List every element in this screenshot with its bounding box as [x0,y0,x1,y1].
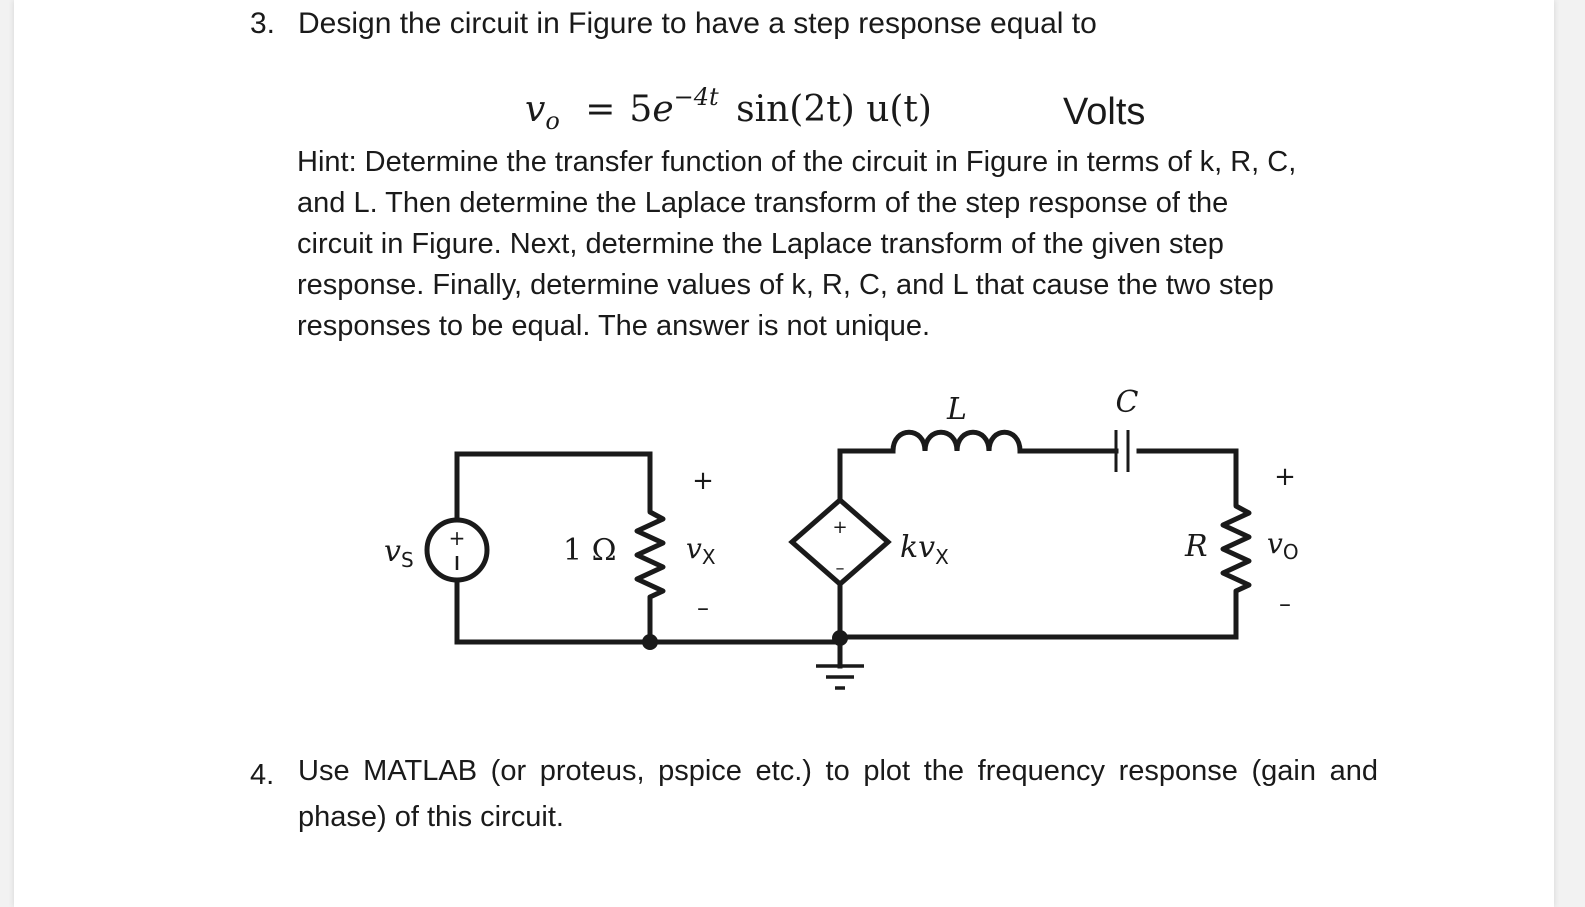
dependent-source-icon [788,496,892,588]
svg-text:+: + [449,526,466,550]
formula-rest: sin(2t) u(t) [736,89,932,130]
inductor-icon [890,429,1023,452]
formula-equals: = [585,89,616,130]
question-4-number: 4. [250,759,275,791]
resistor-1-label: 1 Ω [563,533,617,568]
hint-line: and L. Then determine the Laplace transf… [297,187,1229,219]
question-3-number: 3. [250,7,276,40]
vx-plus: + [692,466,714,496]
step-response-formula: vo = 5e−4t sin(2t) u(t) [525,83,932,135]
document-page [14,0,1554,907]
formula-coef: 5 [629,89,653,130]
ground-icon [816,664,864,690]
dep-source-label: kvX [900,530,949,569]
inductor-label: L [946,392,967,427]
formula-lhs-var: v [525,89,546,130]
wire-c-to-r [1136,448,1239,503]
wire-right-bottom [837,581,1239,640]
wire-left-bottom [454,578,843,645]
hint-line: circuit in Figure. Next, determine the L… [297,228,1224,260]
vx-minus: – [697,594,709,622]
resistor-r-icon [1220,500,1252,594]
capacitor-icon [1114,430,1130,472]
junction-dot [832,630,848,646]
junction-dot [642,634,658,650]
question-3-text: Design the circuit in Figure to have a s… [298,7,1097,40]
hint-paragraph: Hint: Determine the transfer function of… [297,142,1382,347]
hint-line: response. Finally, determine values of k… [297,269,1274,301]
hint-line: responses to be equal. The answer is not… [297,310,931,342]
vo-minus: – [1279,590,1291,618]
vx-label: vX [686,532,716,569]
vs-label: vS [384,534,414,572]
resistor-r-label: R [1184,529,1208,564]
resistor-1-icon [634,506,666,600]
voltage-source-icon [424,517,490,583]
vo-plus: + [1274,462,1296,492]
formula-base: e [652,89,674,130]
capacitor-label: C [1116,385,1139,420]
wire-dep-top [837,448,896,503]
hint-line: Hint: Determine the transfer function of… [297,146,1297,178]
unit-label: Volts [1063,91,1146,133]
wire-left-loop [454,451,653,521]
formula-lhs-sub: o [545,107,560,135]
formula-exponent: −4t [673,83,719,111]
vo-label: vO [1267,527,1299,564]
dep-source-minus: – [836,558,845,579]
question-4-text: Use MATLAB (or proteus, pspice etc.) to … [298,755,1378,833]
dep-source-plus: + [832,517,847,538]
